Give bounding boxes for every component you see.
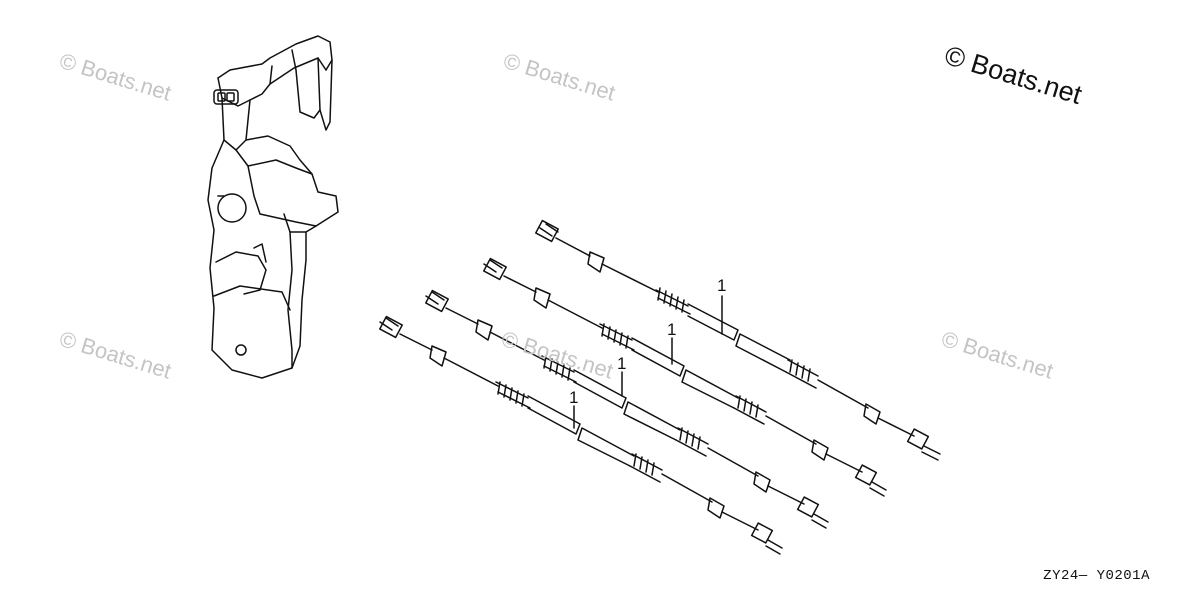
control-cable-4: [379, 315, 783, 555]
control-cable-1: [535, 219, 941, 461]
control-cable-3: [425, 289, 829, 529]
callout-number: 1: [617, 354, 627, 373]
remote-control-box: [207, 35, 339, 379]
callout-number: 1: [717, 276, 727, 295]
diagram-code: ZY24— Y0201A: [1043, 568, 1150, 584]
callout-number: 1: [569, 388, 579, 407]
control-cable-2: [483, 257, 887, 497]
callout-number: 1: [667, 320, 677, 339]
